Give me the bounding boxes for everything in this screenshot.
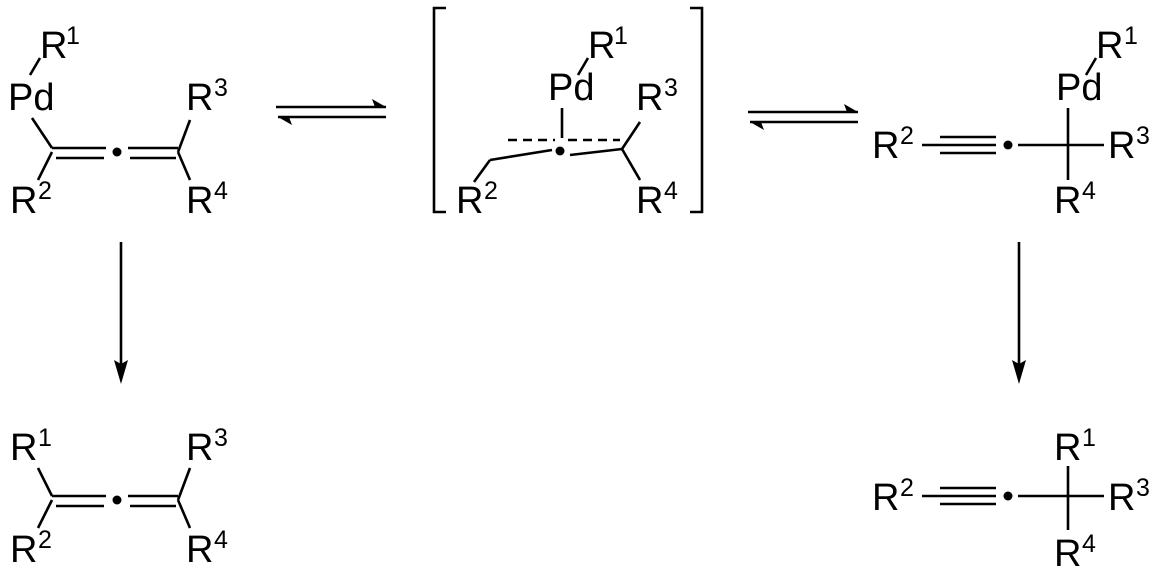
arrow-head-down [1012,360,1026,384]
a-r2-sup: 2 [38,177,52,205]
arrow-head-right [844,104,858,112]
a-r3-sup: 3 [214,74,228,102]
e-r1-sup: 1 [1082,424,1096,452]
d-r3-sup: 3 [214,424,228,452]
e-r2-letter: R [872,477,899,519]
b-bond-lower-left [489,148,553,162]
c-r4-letter: R [1054,180,1081,222]
d-central-carbon-dot [112,495,122,505]
a-r1-letter: R [40,25,67,67]
arrow-head-down [114,360,128,384]
c-r3-sup: 3 [1136,122,1150,150]
left-bracket [432,6,446,214]
c-r4-sup: 4 [1082,177,1096,205]
a-r3-letter: R [186,77,213,119]
allenyl-pd-complex: R 1 Pd R 2 R 3 R 4 [8,22,228,222]
equilibrium-arrows-2 [748,104,858,130]
alkyne-product: R 1 R 2 R 3 R 4 [872,424,1150,575]
b-r1-letter: R [588,25,615,67]
c-r2-sup: 2 [900,122,914,150]
propargyl-pd-complex: R 1 Pd R 2 R 3 R 4 [872,22,1150,222]
b-r2-sup: 2 [484,177,498,205]
d-c-r2-bond [36,499,54,529]
c-r2-letter: R [872,125,899,167]
b-r2-letter: R [456,180,483,222]
e-r4-sup: 4 [1082,530,1096,558]
a-r1-sup: 1 [66,22,80,50]
d-c-r1-bond [36,467,54,497]
d-r2-letter: R [10,529,37,571]
b-r4-sup: 4 [664,177,678,205]
a-pd-r1-bond [28,57,42,76]
d-r1-letter: R [10,427,37,469]
d-c-r4-bond [176,499,192,529]
transition-state: R 1 Pd R 2 R 3 R 4 [432,6,704,222]
c-r1-letter: R [1096,25,1123,67]
arrow-head-right [372,99,386,107]
b-c-r4-bond [620,148,642,181]
b-r3-sup: 3 [664,74,678,102]
d-r4-letter: R [186,529,213,571]
b-r1-sup: 1 [614,22,628,50]
a-c-r3-bond [176,119,192,153]
c-r1-sup: 1 [1124,22,1138,50]
b-pd-label: Pd [548,67,594,109]
b-pd-r1-bond [576,57,590,76]
a-c-r2-bond [36,151,54,181]
a-pd-label: Pd [8,77,54,119]
b-c-r3-bond [620,121,642,150]
equilibrium-arrows-1 [276,99,386,125]
d-r2-sup: 2 [38,526,52,554]
c-carbon-dot [1003,140,1013,150]
e-r2-sup: 2 [900,474,914,502]
d-r3-letter: R [186,427,213,469]
c-pd-label: Pd [1056,67,1102,109]
e-r3-letter: R [1108,477,1135,519]
d-r4-sup: 4 [214,526,228,554]
reaction-arrow-left [114,242,128,384]
d-c-r3-bond [176,467,192,501]
a-pd-c-bond [30,117,54,149]
a-r4-sup: 4 [214,177,228,205]
b-r3-letter: R [636,77,663,119]
e-carbon-dot [1003,491,1013,501]
arrow-head-left [278,117,292,125]
b-r4-letter: R [636,180,663,222]
a-central-carbon-dot [112,147,122,157]
a-r2-letter: R [10,180,37,222]
right-bracket [690,6,704,214]
e-r4-letter: R [1054,533,1081,575]
c-r3-letter: R [1108,125,1135,167]
c-pd-r1-bond [1084,57,1098,76]
b-bond-lower-right [569,147,623,157]
a-r4-letter: R [186,180,213,222]
b-c-r2-bond [472,159,492,183]
e-r1-letter: R [1054,427,1081,469]
a-c-r4-bond [176,151,192,181]
allene-product: R 1 R 2 R 3 R 4 [10,424,228,571]
e-r3-sup: 3 [1136,474,1150,502]
arrow-head-left [750,122,764,130]
d-r1-sup: 1 [38,424,52,452]
reaction-arrow-right [1012,242,1026,384]
b-central-carbon-dot [555,146,565,156]
